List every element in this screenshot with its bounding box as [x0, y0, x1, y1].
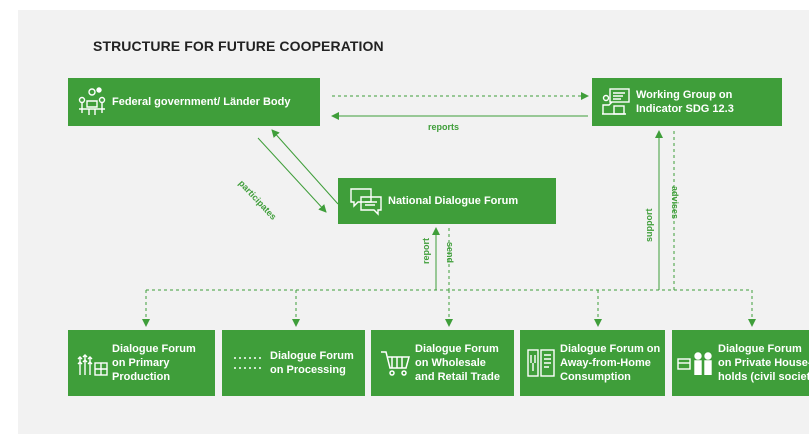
edge-label-support: support	[644, 208, 654, 243]
edge-participates	[257, 137, 327, 213]
presentation-icon	[596, 82, 636, 122]
edge-label-report: report	[421, 237, 431, 264]
node-working-group: Working Group on Indicator SDG 12.3	[592, 78, 782, 126]
working-group-label: Working Group on Indicator SDG 12.3	[636, 89, 734, 115]
node-forum-wholesale-retail: Dialogue Forum on Wholesale and Retail T…	[371, 330, 514, 396]
edge-label-send: send	[445, 242, 455, 264]
node-national-dialogue-forum: National Dialogue Forum	[338, 178, 556, 224]
forum-away-label: Dialogue Forum on Away-from-Home Consump…	[560, 343, 661, 383]
diagram-title: STRUCTURE FOR FUTURE COOPERATION	[93, 38, 384, 54]
forum-retail-label: Dialogue Forum on Wholesale and Retail T…	[415, 343, 500, 383]
node-forum-away-from-home: Dialogue Forum on Away-from-Home Consump…	[520, 330, 665, 396]
federal-label: Federal government/ Länder Body	[112, 96, 291, 108]
forum-households-label: Dialogue Forum on Private House- holds (…	[718, 343, 809, 383]
edge-national-to-federal	[271, 129, 339, 205]
node-forum-processing: Dialogue Forum on Processing	[222, 330, 365, 396]
forum-processing-label: Dialogue Forum on Processing	[270, 350, 354, 376]
node-forum-primary-production: Dialogue Forum on Primary Production	[68, 330, 215, 396]
edge-label-reports: reports	[428, 122, 460, 132]
menu-icon	[522, 343, 560, 383]
dotted-lines-icon	[228, 343, 270, 383]
national-forum-label: National Dialogue Forum	[388, 195, 519, 207]
node-forum-private-households: Dialogue Forum on Private House- holds (…	[672, 330, 809, 396]
node-federal-government: Federal government/ Länder Body	[68, 78, 320, 126]
forum-primary-label: Dialogue Forum on Primary Production	[112, 343, 196, 383]
family-icon	[674, 343, 718, 383]
crops-icon	[72, 343, 112, 383]
edge-label-advises: advises	[670, 186, 680, 220]
shopping-cart-icon	[375, 343, 415, 383]
people-meeting-icon	[72, 82, 112, 122]
speech-bubbles-icon	[344, 181, 388, 221]
